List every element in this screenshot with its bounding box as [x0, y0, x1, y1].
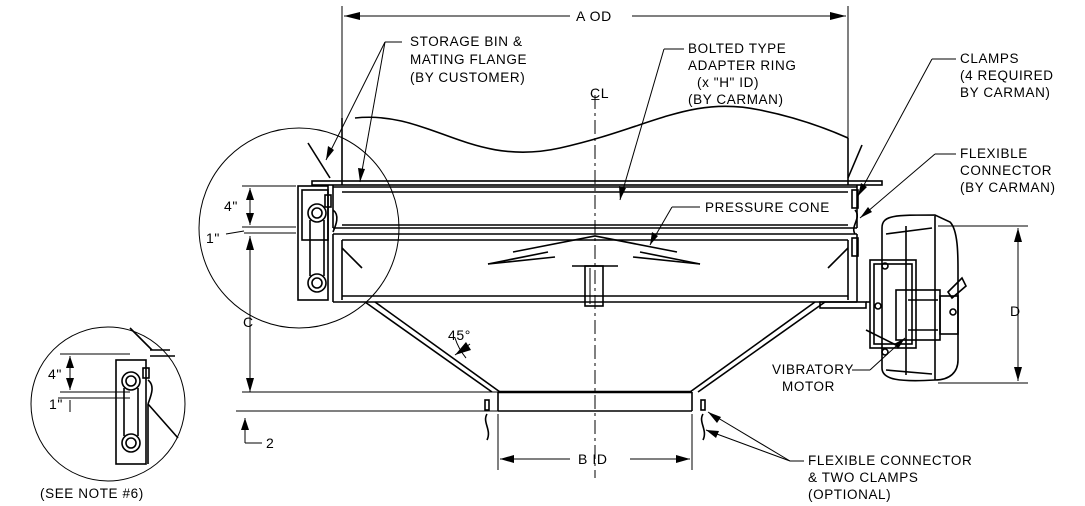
svg-text:BY CARMAN): BY CARMAN) [960, 85, 1051, 100]
discharge-cone [364, 301, 826, 412]
dimension-c: C [242, 236, 498, 393]
dimension-1in-main: 1" [206, 230, 296, 246]
vibratory-motor [865, 214, 967, 382]
dimension-b-id-label: B ID [578, 451, 608, 467]
label-vibratory-motor: VIBRATORY MOTOR [772, 337, 906, 394]
dimension-b-id: B ID [497, 414, 693, 470]
detail-circle-main [198, 127, 400, 329]
label-see-note: (SEE NOTE #6) [40, 486, 144, 501]
svg-text:(BY CARMAN): (BY CARMAN) [688, 92, 784, 107]
label-flex-connector-clamps: FLEXIBLE CONNECTOR & TWO CLAMPS (OPTIONA… [705, 411, 972, 502]
dimension-a-od-label: A OD [576, 8, 612, 24]
label-storage-bin: STORAGE BIN & MATING FLANGE (BY CUSTOMER… [325, 34, 527, 183]
svg-text:(BY CARMAN): (BY CARMAN) [960, 180, 1056, 195]
svg-text:(BY CUSTOMER): (BY CUSTOMER) [410, 70, 525, 85]
svg-text:VIBRATORY: VIBRATORY [772, 362, 854, 377]
svg-text:ADAPTER RING: ADAPTER RING [688, 58, 796, 73]
dimension-4in-detail-label: 4" [48, 366, 62, 382]
dimension-a-od: A OD [341, 6, 849, 185]
label-clamps: CLAMPS (4 REQUIRED BY CARMAN) [857, 51, 1054, 197]
dimension-1in-main-label: 1" [206, 230, 220, 246]
dimension-c-label: C [243, 314, 254, 330]
dimension-4in-detail: 4" [48, 353, 130, 393]
centerline-label: C̲L [590, 85, 609, 101]
dimension-1in-detail: 1" [49, 396, 130, 412]
svg-text:(OPTIONAL): (OPTIONAL) [808, 487, 891, 502]
dimension-d: D [938, 225, 1028, 384]
svg-text:MATING FLANGE: MATING FLANGE [410, 52, 527, 67]
label-adapter-ring: BOLTED TYPE ADAPTER RING (x "H" ID) (BY … [619, 41, 796, 201]
level-2-label: 2 [266, 435, 274, 451]
svg-text:BOLTED TYPE: BOLTED TYPE [688, 41, 786, 56]
angle-45-label: 45° [448, 327, 471, 343]
svg-text:CLAMPS: CLAMPS [960, 51, 1019, 66]
svg-text:& TWO CLAMPS: & TWO CLAMPS [808, 470, 918, 485]
right-clamp [851, 189, 859, 257]
optional-flex-connector [484, 399, 706, 441]
svg-text:MOTOR: MOTOR [782, 379, 835, 394]
svg-text:(4 REQUIRED: (4 REQUIRED [960, 68, 1054, 83]
dimension-1in-detail-label: 1" [49, 396, 63, 412]
level-2: 2 [236, 410, 498, 451]
svg-text:(x "H" ID): (x "H" ID) [697, 75, 759, 90]
detail-circle-lower [30, 326, 186, 482]
svg-text:PRESSURE CONE: PRESSURE CONE [705, 200, 830, 215]
svg-text:STORAGE BIN &: STORAGE BIN & [410, 34, 523, 49]
dimension-4in-main: 4" [224, 185, 296, 228]
label-flexible-connector: FLEXIBLE CONNECTOR (BY CARMAN) [859, 146, 1056, 219]
label-pressure-cone: PRESSURE CONE [649, 200, 830, 246]
pressure-cone [487, 235, 701, 307]
activator-housing [332, 233, 867, 309]
svg-text:CONNECTOR: CONNECTOR [960, 163, 1052, 178]
dimension-d-label: D [1010, 303, 1021, 319]
dimension-4in-main-label: 4" [224, 198, 238, 214]
bin-wall-wave [354, 105, 849, 153]
angle-45: 45° [448, 327, 471, 359]
svg-text:FLEXIBLE: FLEXIBLE [960, 146, 1028, 161]
svg-text:FLEXIBLE CONNECTOR: FLEXIBLE CONNECTOR [808, 453, 972, 468]
